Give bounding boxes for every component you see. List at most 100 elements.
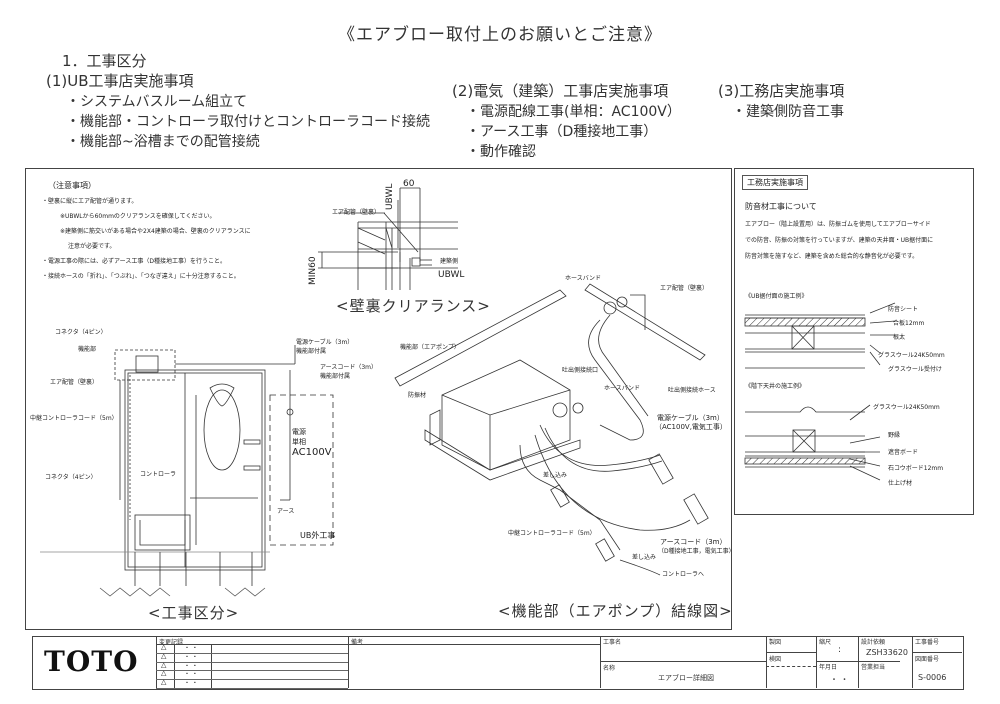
checked-label: 検図 (769, 656, 782, 663)
label-air-pipe: エア配管（壁裏） (50, 379, 99, 386)
ub-label: グラスウール24K50mm (878, 352, 945, 359)
note-line: ※建築側に筋交いがある場合や2X4建築の場合、壁裏のクリアランスに (60, 228, 251, 235)
date-label: 年月日 (819, 664, 838, 671)
ub-example-title: 《UB据付面の施工例》 (745, 293, 808, 300)
ub-item: ・機能部・コントローラ取付けとコントローラコード接続 (66, 114, 430, 130)
revision-date: ・ ・ (184, 653, 198, 661)
diagram-frame (25, 168, 732, 630)
wiring-drawing (394, 283, 709, 576)
note-line: ・接続ホースの「折れ」、「つぶれ」、「つなぎ違え」に十分注意すること。 (42, 273, 240, 280)
builder-box-title: 工務店実施事項 (742, 175, 808, 190)
name-label: 名称 (603, 665, 616, 672)
divider (816, 636, 817, 688)
revision-row: △ ・ ・ (156, 643, 348, 654)
date-value: ・ ・ (830, 675, 849, 684)
dim-60: 60 (403, 179, 415, 189)
design-request-label: 設計依頼 (861, 639, 886, 646)
design-request-value: ZSH33620 (866, 648, 909, 657)
title-block (32, 636, 964, 690)
ceiling-label: 石コウボード12mm (888, 465, 944, 472)
revision-mark: △ (161, 643, 167, 651)
label-power-cable-sub: 機能部付属 (296, 348, 327, 355)
label-relay-cord-wiring: 中継コントローラコード（5m） (508, 530, 596, 537)
label-controller: コントローラ (140, 471, 177, 478)
label-function-unit: 機能部 (78, 346, 97, 353)
divider (348, 636, 349, 688)
section-heading: 1．工事区分 (62, 52, 147, 70)
divider (766, 636, 767, 688)
divider (766, 652, 816, 653)
electric-heading: (2)電気（建築）工事店実施事項 (452, 82, 669, 100)
drawn-label: 製図 (769, 639, 782, 646)
clearance-caption: <壁裏クリアランス> (336, 297, 491, 315)
soundproof-text: 防音対策を施すなど、建築を含めた総合的な静音化が必要です。 (745, 253, 919, 260)
ubwl-top-label: UBWL (385, 183, 395, 210)
label-power: 電源 (292, 428, 306, 436)
label-to-controller: コントローラへ (662, 571, 705, 578)
toto-logo: TOTO (44, 645, 139, 678)
revision-mark: △ (161, 651, 167, 660)
revision-date: ・ ・ (184, 645, 198, 652)
label-ac100v: AC100V (292, 447, 332, 458)
wiring-caption: <機能部（エアポンプ）結線図> (498, 602, 733, 620)
label-function-unit-pump: 機能部（エアポンプ） (400, 344, 460, 351)
divider (858, 636, 859, 688)
divider (766, 666, 816, 667)
ub-item: ・システムバスルーム組立て (66, 94, 248, 110)
divider (174, 644, 175, 688)
label-hose-band-top: ホースバンド (565, 275, 602, 282)
revision-date: ・ ・ (184, 671, 198, 679)
ceiling-label: 仕上げ材 (888, 480, 913, 487)
divider (600, 636, 601, 688)
remarks-label: 備考 (351, 639, 364, 646)
building-side-label: 建築側 (440, 258, 459, 265)
label-air-pipe-wall: エア配管（壁裏） (660, 285, 709, 292)
notes-heading: （注意事項） (48, 181, 96, 190)
divider (912, 652, 962, 653)
label-relay-cord: 中継コントローラコード（5m） (30, 415, 118, 422)
drawing-no-label: 図面番号 (915, 656, 940, 663)
label-wiring-power-cable-sub: （AC100V,電気工事） (655, 423, 727, 431)
builder-item: ・建築側防音工事 (732, 104, 844, 120)
clearance-detail (318, 187, 458, 290)
revision-mark: △ (161, 660, 167, 669)
revision-row: △・ ・ (156, 678, 348, 689)
ub-label: 防音シート (888, 306, 919, 313)
label-hose-band: ホースバンド (604, 385, 641, 392)
project-name-label: 工事名 (603, 639, 622, 646)
revision-mark: △ (161, 678, 167, 687)
divider (156, 644, 348, 645)
clearance-air-pipe-label: エア配管（壁裏） (332, 209, 381, 216)
builder-heading: (3)工務店実施事項 (718, 82, 845, 100)
ceiling-label: 野縁 (888, 432, 901, 439)
label-outlet-hose: 吐出側接続ホース (668, 387, 716, 394)
ub-item: ・機能部~浴槽までの配管接続 (66, 134, 260, 150)
label-insert-1: 差し込み (543, 472, 568, 479)
label-outlet: 吐出側接続口 (562, 367, 599, 374)
label-earth-cord-wiring: アースコード（3m） (660, 538, 727, 546)
label-connector-bottom: コネクタ（4ピン） (45, 474, 97, 481)
soundproof-panel (734, 168, 974, 515)
divider (858, 661, 900, 662)
ceiling-example (744, 404, 881, 481)
label-power-cable: 電源ケーブル（3m） (296, 339, 354, 346)
label-ub-outside: UB外工事 (300, 531, 336, 540)
soundproof-heading: 防音材工事について (745, 202, 817, 211)
scale-value: : (838, 645, 842, 655)
ub-label: 合板12mm (893, 320, 925, 327)
divider (912, 636, 913, 688)
note-line: ・電源工事の際には、必ずアース工事（D種接地工事）を行うこと。 (42, 258, 226, 265)
soundproof-text: エアブロー（階上設置用）は、防振ゴムを使用してエアブローサイド (745, 221, 931, 228)
label-connector-top: コネクタ（4ピン） (55, 329, 107, 336)
kubun-caption: <工事区分> (148, 604, 240, 622)
ceiling-label: グラスウール24K50mm (873, 404, 940, 411)
label-earth-cord: アースコード（3m） (320, 364, 378, 371)
label-wiring-power-cable: 電源ケーブル（3m） (657, 414, 724, 422)
soundproof-text: での防音、防振の対策を行っていますが、建築の天井面・UB据付面に (745, 237, 934, 244)
scale-label: 縮尺 (819, 639, 832, 646)
revision-mark: △ (161, 669, 167, 678)
ub-label: 根太 (893, 334, 906, 341)
ceiling-label: 遮音ボード (888, 449, 919, 456)
divider (816, 661, 858, 662)
